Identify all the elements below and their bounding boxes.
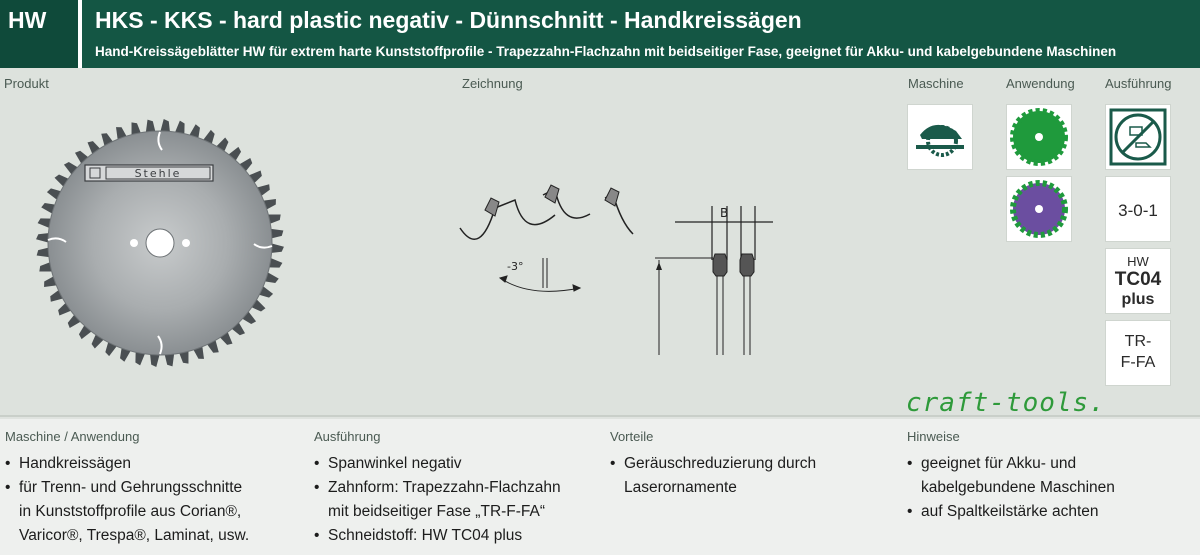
header-tag-text: HW (8, 7, 47, 33)
anwendung-label: Anwendung (1006, 76, 1075, 91)
ausfuehrung-code: 3-0-1 (1118, 201, 1158, 220)
info-heading: Hinweise (907, 429, 960, 444)
info-heading: Ausführung (314, 429, 381, 444)
no-cable-battery-icon (1109, 108, 1167, 166)
info-list: Handkreissägen für Trenn- und Gehrungssc… (5, 452, 249, 548)
blade-brand-text: Stehle (135, 167, 182, 180)
list-item: Schneidstoff: HW TC04 plus (314, 524, 561, 548)
list-item: in Kunststoffprofile aus Corian®, (19, 503, 242, 520)
craft-tools-logo: craft-tools. (906, 388, 1106, 418)
tooth-line2: F-FA (1120, 354, 1156, 371)
saw-tooth (164, 352, 175, 367)
page-title: HKS - KKS - hard plastic negativ - Dünns… (95, 7, 802, 33)
produkt-label: Produkt (4, 76, 49, 91)
ausfuehrung-label: Ausführung (1105, 76, 1172, 91)
list-item: kabelgebundene Maschinen (921, 479, 1115, 496)
list-item: geeignet für Akku- und (907, 452, 1115, 476)
saw-tooth (145, 119, 156, 134)
product-panel: Produkt Zeichnung Maschine Anwendung Aus… (0, 68, 1200, 417)
list-item: Geräuschreduzierung durch (610, 452, 816, 476)
list-item: Handkreissägen (5, 452, 249, 476)
zeichnung-label: Zeichnung (462, 76, 523, 91)
header-tag: HW (0, 0, 82, 68)
list-item: für Trenn- und Gehrungsschnitte (5, 476, 249, 500)
anwendung-tile-purple (1006, 176, 1072, 242)
maschine-label: Maschine (908, 76, 964, 91)
info-col-ausfuehrung: Ausführung Spanwinkel negativ Zahnform: … (314, 419, 561, 548)
list-item: Laserornamente (624, 479, 737, 496)
list-item: Zahnform: Trapezzahn-Flachzahn (314, 476, 561, 500)
ausfuehrung-code-tile: 3-0-1 (1105, 176, 1171, 242)
info-list: Spanwinkel negativ Zahnform: Trapezzahn-… (314, 452, 561, 548)
saw-tooth (36, 232, 51, 243)
list-item: mit beidseitiger Fase „TR-F-FA“ (328, 503, 546, 520)
circular-saw-icon (916, 124, 964, 157)
tooth-form-tile: TR- F-FA (1105, 320, 1171, 386)
header-bar: HW HKS - KKS - hard plastic negativ - Dü… (0, 0, 1200, 68)
ausfuehrung-icon-tile (1105, 104, 1171, 170)
saw-blade-image: Stehle (36, 119, 284, 367)
drawing-B-label: B (720, 206, 728, 220)
info-col-maschine: Maschine / Anwendung Handkreissägen für … (5, 419, 249, 548)
material-line1: HW (1127, 254, 1149, 269)
info-col-vorteile: Vorteile Geräuschreduzierung durch Laser… (610, 419, 816, 500)
info-heading: Maschine / Anwendung (5, 429, 140, 444)
purple-blade-icon (1010, 180, 1068, 238)
info-heading: Vorteile (610, 429, 654, 444)
saw-tooth (149, 352, 160, 367)
saw-tooth (269, 228, 284, 239)
material-line2: TC04 (1114, 269, 1162, 290)
list-item: Varicor®, Trespa®, Laminat, usw. (19, 527, 250, 544)
saw-tooth (160, 119, 171, 134)
list-item: Spanwinkel negativ (314, 452, 561, 476)
green-blade-icon (1010, 108, 1068, 166)
info-col-hinweise: Hinweise geeignet für Akku- und kabelgeb… (907, 419, 1115, 524)
material-tile: HW TC04 plus (1105, 248, 1171, 314)
tooth-line1: TR- (1124, 333, 1152, 350)
page-subtitle: Hand-Kreissägeblätter HW für extrem hart… (95, 44, 1117, 59)
material-line3: plus (1121, 291, 1155, 308)
list-item: auf Spaltkeilstärke achten (907, 500, 1115, 524)
drawing-angle-label: -3° (507, 260, 523, 273)
technical-drawing: -3° B (459, 184, 773, 355)
saw-tooth (36, 247, 51, 258)
info-list: Geräuschreduzierung durch Laserornamente (610, 452, 816, 500)
info-section: Maschine / Anwendung Handkreissägen für … (0, 419, 1200, 555)
anwendung-tile-green (1006, 104, 1072, 170)
maschine-tile (907, 104, 973, 170)
saw-tooth (269, 243, 284, 254)
info-list: geeignet für Akku- und kabelgebundene Ma… (907, 452, 1115, 524)
